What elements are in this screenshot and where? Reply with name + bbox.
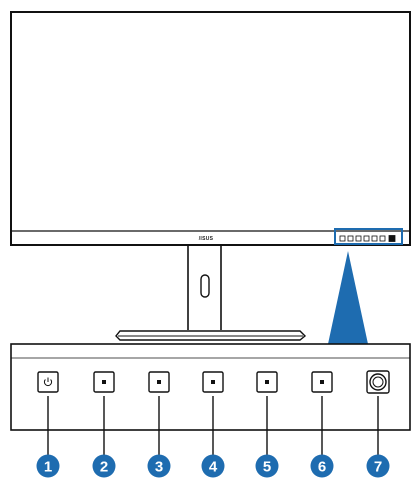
bezel-button <box>340 236 345 241</box>
callout-number: 6 <box>318 459 326 476</box>
joystick-icon <box>367 371 389 393</box>
callout-number: 4 <box>209 459 218 476</box>
monitor-stand <box>116 245 305 340</box>
callout-number: 3 <box>155 459 163 476</box>
bezel-button <box>372 236 377 241</box>
cable-hole <box>201 275 209 297</box>
callout-pointer <box>328 251 368 344</box>
brand-logo: /ISUS <box>199 236 214 242</box>
square-dot-icon <box>211 380 215 384</box>
bezel-button <box>380 236 385 241</box>
bezel-button <box>356 236 361 241</box>
callout-number: 1 <box>44 459 52 476</box>
square-dot-icon <box>157 380 161 384</box>
callout-number: 7 <box>374 459 382 476</box>
bezel-joystick <box>389 236 395 242</box>
callout-number: 5 <box>263 459 271 476</box>
monitor-frame <box>11 12 410 245</box>
bezel-button <box>348 236 353 241</box>
square-dot-icon <box>320 380 324 384</box>
square-dot-icon <box>102 380 106 384</box>
bezel-button <box>364 236 369 241</box>
callout-number: 2 <box>100 459 108 476</box>
square-dot-icon <box>265 380 269 384</box>
